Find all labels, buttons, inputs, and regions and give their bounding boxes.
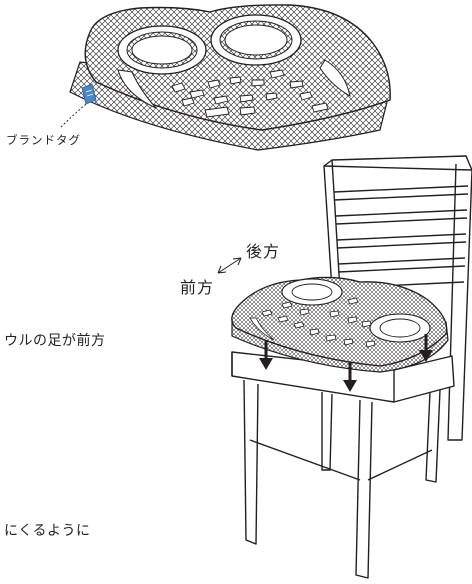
front-direction-label: 前方 <box>180 278 215 297</box>
brand-tag <box>81 83 97 105</box>
back-direction-label: 後方 <box>246 242 281 261</box>
brand-tag-label: ブランドタグ <box>6 133 81 147</box>
direction-arrow-icon <box>217 257 242 274</box>
instruction-text-line-2: にくるように <box>4 523 91 539</box>
down-arrow-icon <box>343 362 357 392</box>
down-arrow-icon <box>259 340 273 370</box>
down-arrow-icon <box>419 334 433 362</box>
brand-tag-leader-line <box>59 103 87 129</box>
cushion-on-chair <box>231 276 449 373</box>
cushion-top-view <box>69 4 391 151</box>
instruction-text-line-1: ウルの足が前方 <box>4 333 106 349</box>
